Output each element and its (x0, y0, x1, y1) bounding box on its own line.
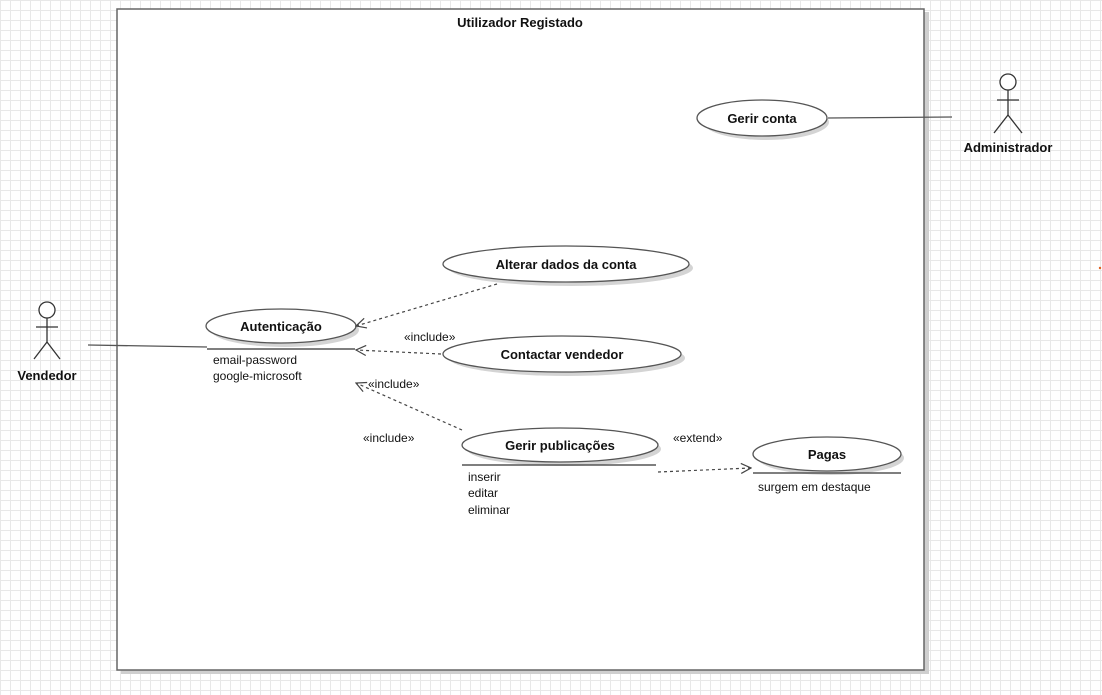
use-case-label: Autenticação (240, 319, 322, 334)
use-case-contactar-vendedor[interactable]: Contactar vendedor (442, 335, 685, 376)
use-case-label: Gerir publicações (505, 438, 615, 453)
dependency-alterar-to-autenticacao (356, 283, 498, 326)
system-title: Utilizador Registado (457, 15, 583, 30)
use-case-label: Gerir conta (727, 111, 797, 126)
dependency-publicacoes-to-autenticacao (356, 383, 463, 431)
use-case-ellipse (752, 436, 902, 472)
use-case-label: Pagas (808, 447, 846, 462)
actor-vendedor[interactable]: Vendedor (17, 301, 77, 383)
use-case-item: eliminar (468, 503, 510, 517)
actor-label: Administrador (964, 140, 1053, 155)
actor-administrador[interactable]: Administrador (964, 73, 1053, 155)
association-administrador-gerir-conta (827, 116, 953, 119)
use-case-autenticacao[interactable]: Autenticação email-password google-micro… (205, 308, 359, 383)
use-case-item: email-password (213, 353, 297, 367)
actor-leg-left (33, 341, 48, 360)
actor-head (38, 301, 56, 319)
actor-head (999, 73, 1017, 91)
stray-dot (1098, 266, 1102, 270)
stereotype-include-label: «include» (363, 431, 415, 445)
dependency-contactar-to-autenticacao (356, 350, 442, 354)
use-case-ellipse (442, 335, 682, 373)
use-case-gerir-publicacoes[interactable]: Gerir publicações inserir editar elimina… (461, 427, 661, 517)
use-case-item: editar (468, 486, 498, 500)
use-case-gerir-conta[interactable]: Gerir conta (696, 99, 829, 140)
use-case-ellipse (461, 427, 659, 463)
use-case-ellipse (696, 99, 828, 137)
association-vendedor-autenticacao (87, 344, 208, 348)
actor-label: Vendedor (17, 368, 76, 383)
use-case-item: surgem em destaque (758, 480, 871, 494)
use-case-item: inserir (468, 470, 501, 484)
actor-leg-right (46, 341, 61, 360)
actor-leg-left (993, 114, 1009, 134)
use-case-alterar-dados[interactable]: Alterar dados da conta (442, 245, 693, 286)
use-case-ellipse (442, 245, 690, 283)
actor-leg-right (1007, 114, 1023, 134)
use-case-pagas[interactable]: Pagas surgem em destaque (752, 436, 904, 494)
use-case-label: Alterar dados da conta (496, 257, 638, 272)
stereotype-include-label: «include» (368, 377, 420, 391)
use-case-label: Contactar vendedor (501, 347, 624, 362)
stereotype-extend-label: «extend» (673, 431, 723, 445)
stereotype-include-label: «include» (404, 330, 456, 344)
use-case-item: google-microsoft (213, 369, 302, 383)
